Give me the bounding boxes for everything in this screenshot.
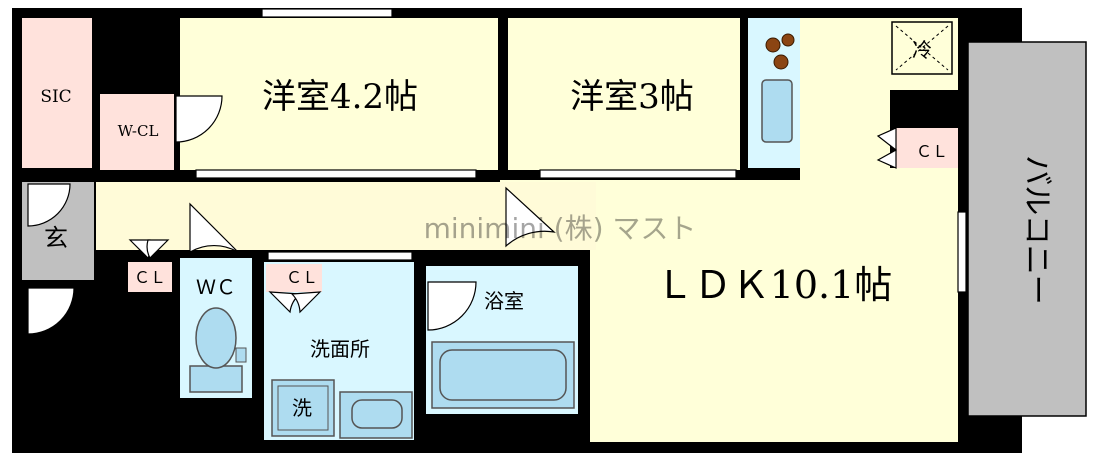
sic-area xyxy=(22,18,92,168)
cl-hall-label: ＣＬ xyxy=(134,268,166,287)
swing-doors xyxy=(27,95,897,335)
cl-washroom-area xyxy=(266,264,322,292)
fridge-cross xyxy=(895,25,949,71)
toilet-tank xyxy=(189,365,243,393)
cl-ldk-area xyxy=(896,128,958,168)
kitchen-sink xyxy=(761,79,793,143)
fridge-label: 冷 xyxy=(912,38,932,62)
ldk-area-mid xyxy=(800,90,890,180)
toilet-bowl xyxy=(195,307,237,369)
western-room-3-label: 洋室3帖 xyxy=(570,77,694,117)
washroom-label: 洗面所 xyxy=(310,337,370,361)
bath-label: 浴室 xyxy=(484,289,524,313)
sink-basin xyxy=(351,399,403,429)
balcony-label: バルコニー xyxy=(1019,155,1054,304)
sliding-doors xyxy=(195,8,967,293)
wcl-area xyxy=(100,94,174,170)
stove-burner-icon xyxy=(773,54,789,70)
washer-label: 洗 xyxy=(292,396,312,420)
wcl-label: W-CL xyxy=(118,122,159,140)
bathtub-inner xyxy=(439,349,567,401)
balcony-area xyxy=(967,41,1087,417)
watermark: minimini (株) マスト xyxy=(424,212,697,245)
entrance-label: 玄 xyxy=(44,224,68,252)
western-room-4-2-label: 洋室4.2帖 xyxy=(262,77,418,117)
toilet-paper xyxy=(235,347,247,363)
cl-ldk-label: ＣＬ xyxy=(916,142,948,161)
stove-burner-icon xyxy=(781,33,795,47)
washer-inner xyxy=(277,385,329,431)
western-room-3 xyxy=(508,18,740,170)
cl-washroom-label: ＣＬ xyxy=(286,268,318,287)
cl-hall-area xyxy=(128,262,172,292)
wc-label: ＷＣ xyxy=(196,275,236,299)
stove-burner-icon xyxy=(765,37,781,53)
ldk-area xyxy=(590,180,958,442)
fridge-cross xyxy=(895,25,949,71)
sic-label: SIC xyxy=(40,87,71,107)
western-room-4-2 xyxy=(180,18,498,170)
ldk-label: ＬＤＫ10.1帖 xyxy=(656,263,893,307)
